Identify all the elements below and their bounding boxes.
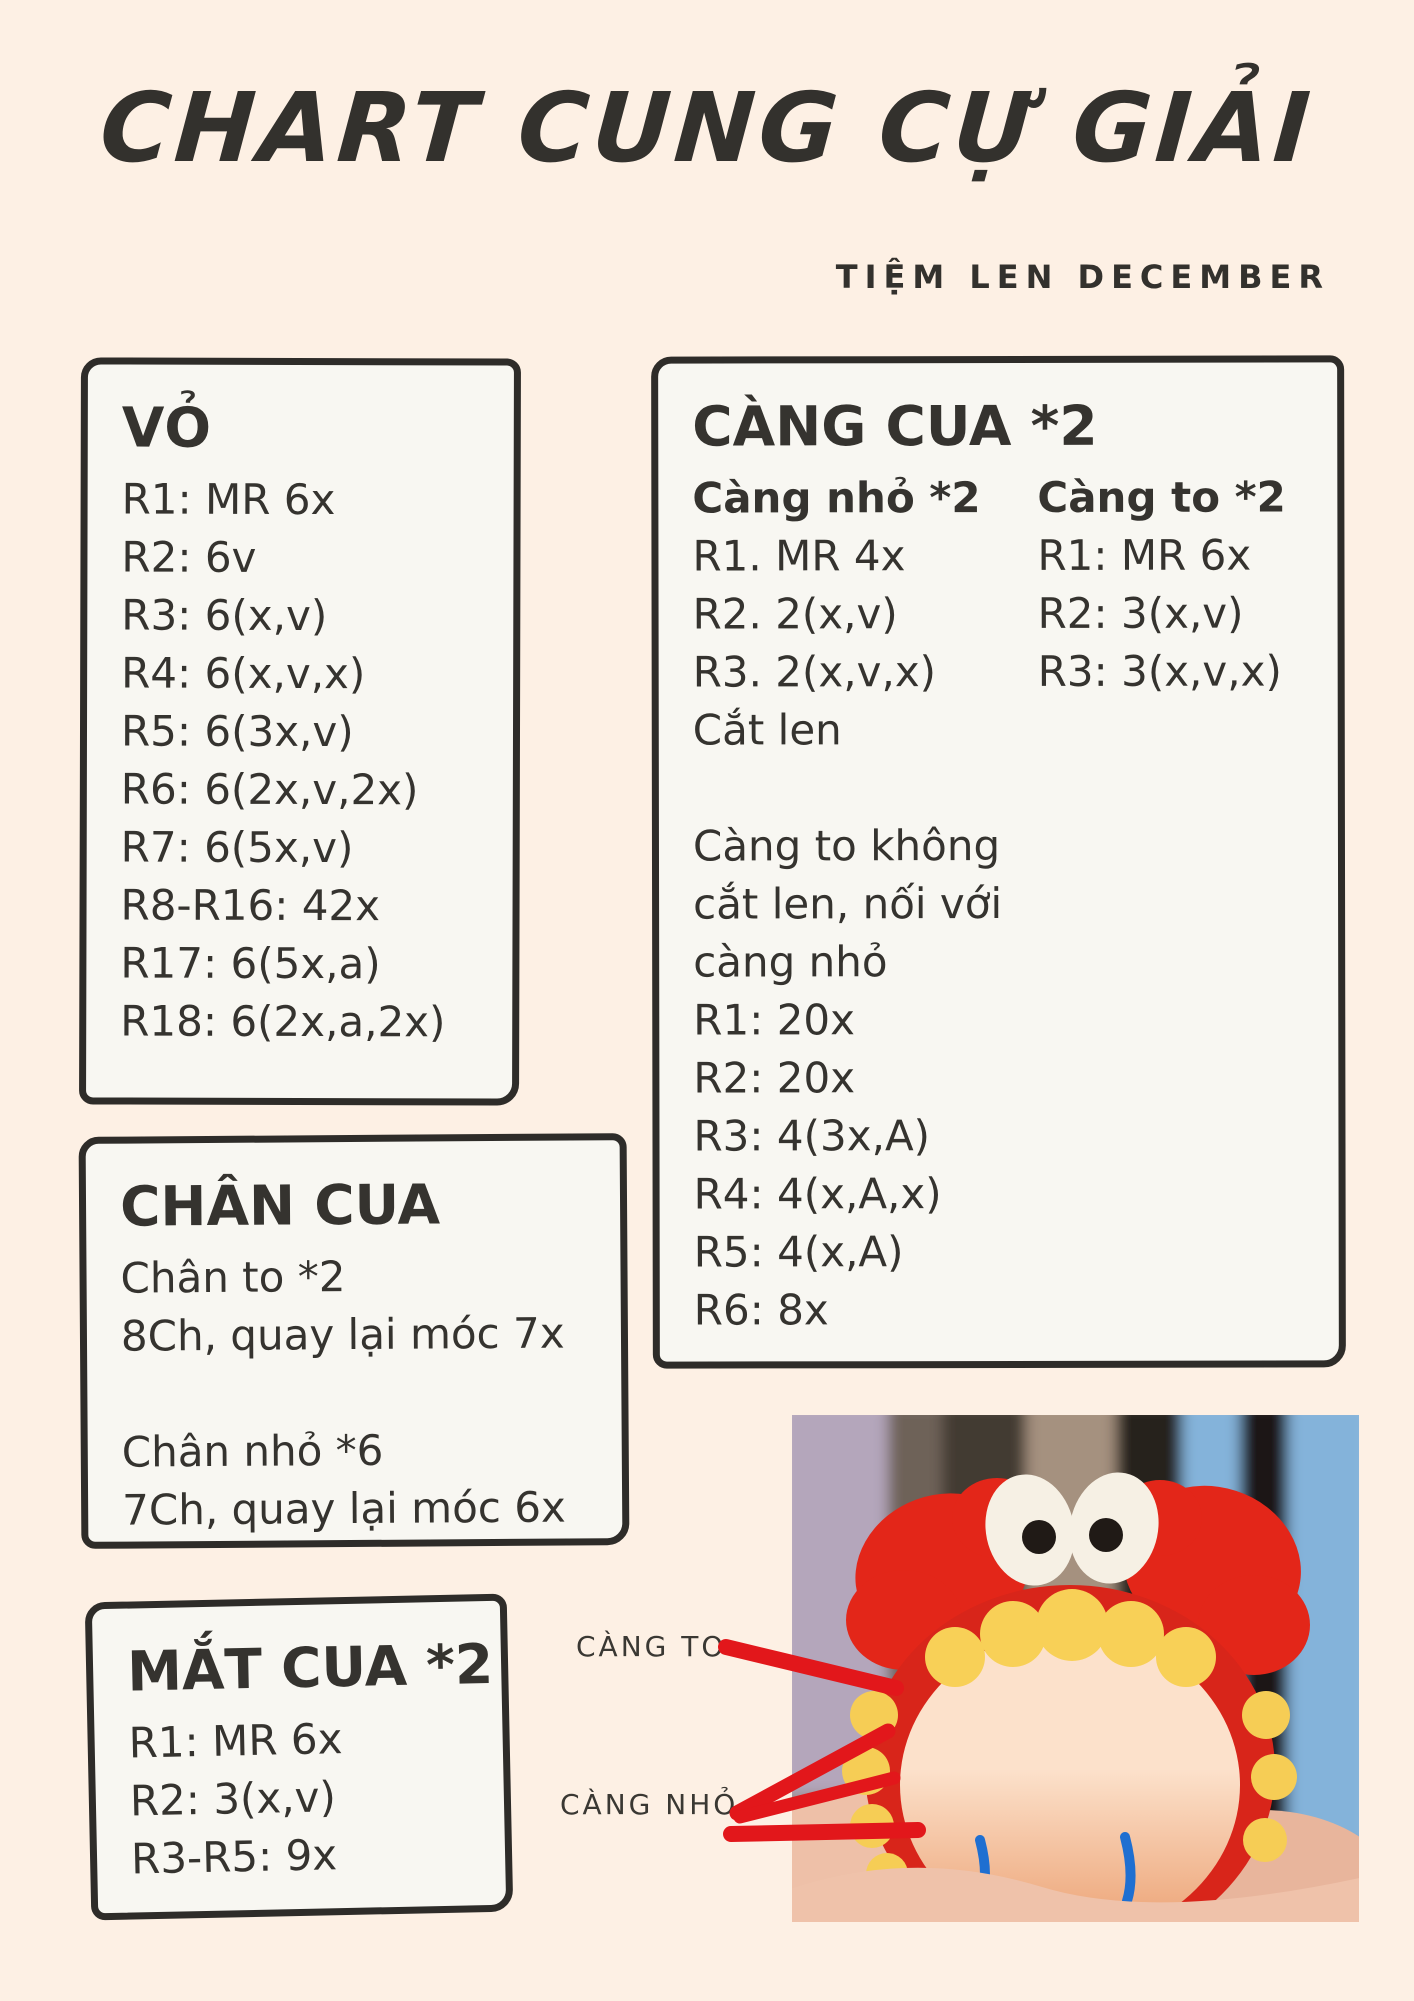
- pattern-row: R3: 3(x,v,x): [1037, 646, 1282, 696]
- pattern-row: 8Ch, quay lại móc 7x: [120, 1308, 565, 1361]
- cang-cua-box-title: CÀNG CUA *2: [692, 393, 1098, 459]
- small-claw-column: Càng nhỏ *2 R1. MR 4x R2. 2(x,v) R3. 2(x…: [692, 469, 1038, 760]
- pattern-row: R2: 20x: [693, 1053, 856, 1103]
- pattern-row: Chân nhỏ *6: [121, 1425, 384, 1477]
- cang-nho-label: CÀNG NHỎ: [560, 1788, 739, 1821]
- pattern-row: R1: 20x: [693, 995, 856, 1045]
- chan-cua-box: CHÂN CUA Chân to *2 8Ch, quay lại móc 7x…: [78, 1133, 630, 1549]
- pattern-row: R18: 6(2x,a,2x): [120, 996, 446, 1047]
- pattern-row: R3: 4(3x,A): [693, 1111, 931, 1161]
- hand-fingers: [792, 1867, 1359, 1922]
- pattern-row: R1: MR 6x: [121, 474, 336, 525]
- page-title: CHART CUNG CỰ GIẢI: [96, 72, 1318, 184]
- vo-box: VỎ R1: MR 6x R2: 6v R3: 6(x,v) R4: 6(x,v…: [79, 357, 521, 1106]
- pattern-row: Cắt len: [692, 705, 842, 755]
- pattern-row: R2: 3(x,v): [129, 1772, 337, 1826]
- pattern-row: R7: 6(5x,v): [120, 822, 354, 873]
- pattern-row: R3: 6(x,v): [121, 590, 328, 641]
- crab-eye-left: [985, 1474, 1075, 1586]
- crab-eye-right: [1069, 1472, 1159, 1584]
- cang-to-label: CÀNG TO: [576, 1630, 727, 1663]
- pattern-row: R2: 3(x,v): [1037, 588, 1244, 638]
- pattern-row: R2: 6v: [121, 532, 257, 582]
- pattern-row: R1. MR 4x: [692, 531, 906, 581]
- pattern-row: R4: 4(x,A,x): [693, 1169, 942, 1219]
- crab-photo: [792, 1415, 1359, 1922]
- pattern-row: R4: 6(x,v,x): [121, 648, 366, 699]
- page-subtitle: TIỆM LEN DECEMBER: [835, 258, 1330, 296]
- pattern-row: R17: 6(5x,a): [120, 938, 381, 989]
- chan-cua-box-title: CHÂN CUA: [119, 1172, 441, 1239]
- pattern-row: Chân to *2: [120, 1252, 346, 1303]
- note-line: cắt len, nối với: [693, 878, 1003, 929]
- crab-crown-bobbles: [925, 1589, 1216, 1687]
- pattern-row: R6: 8x: [693, 1285, 829, 1335]
- mat-cua-box-title: MẮT CUA *2: [126, 1631, 494, 1704]
- big-claw-column: Càng to *2 R1: MR 6x R2: 3(x,v) R3: 3(x,…: [1037, 468, 1310, 758]
- note-line: càng nhỏ: [693, 937, 888, 987]
- pattern-row: 7Ch, quay lại móc 6x: [122, 1482, 566, 1535]
- note-line: Càng to không: [692, 820, 1001, 871]
- pattern-row: R8-R16: 42x: [120, 880, 381, 931]
- pattern-row: R3-R5: 9x: [130, 1830, 338, 1884]
- pattern-row: R1: MR 6x: [128, 1714, 343, 1768]
- pattern-row: R3. 2(x,v,x): [692, 647, 937, 697]
- vo-box-title: VỎ: [121, 395, 212, 460]
- pattern-row: R1: MR 6x: [1037, 530, 1252, 580]
- small-claw-column-title: Càng nhỏ *2: [692, 473, 981, 523]
- pattern-row: R6: 6(2x,v,2x): [120, 764, 419, 815]
- cang-cua-box: CÀNG CUA *2 Càng nhỏ *2 R1. MR 4x R2. 2(…: [651, 355, 1346, 1369]
- pattern-row: R5: 6(3x,v): [120, 706, 354, 757]
- pattern-row: R2. 2(x,v): [692, 589, 898, 639]
- mat-cua-box: MẮT CUA *2 R1: MR 6x R2: 3(x,v) R3-R5: 9…: [84, 1593, 514, 1921]
- big-claw-column-title: Càng to *2: [1037, 472, 1286, 522]
- pattern-row: R5: 4(x,A): [693, 1227, 904, 1277]
